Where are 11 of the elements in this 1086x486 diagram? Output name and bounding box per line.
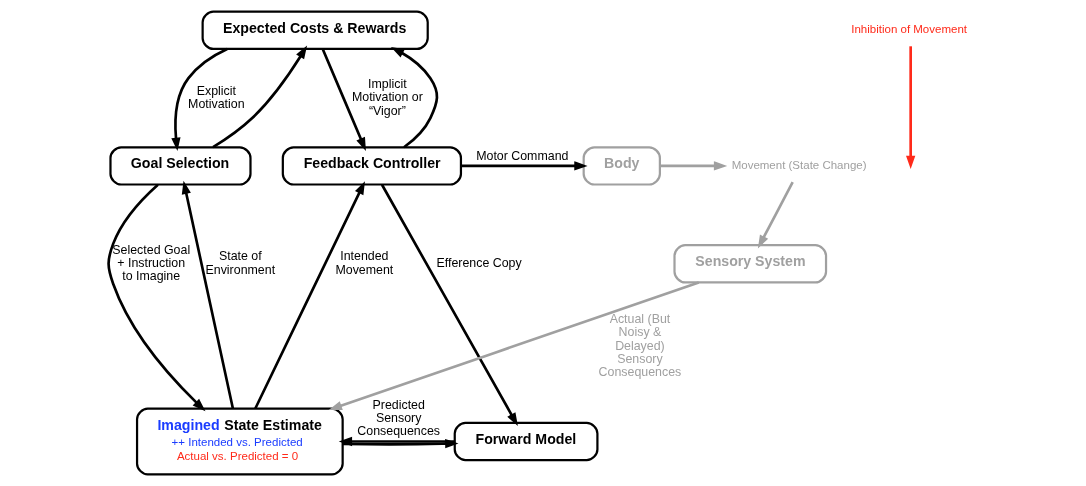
edge-label: Actual (But Noisy & Delayed) Sensory Consequences [598, 311, 681, 380]
edge-label: State of Environment [205, 249, 275, 277]
edge-label: Selected Goal + Instruction to Imagine [111, 242, 190, 284]
edge-label: Efference Copy [436, 256, 522, 271]
edge-label: Predicted Sensory Consequences [356, 397, 440, 439]
edge-label: Intended Movement [334, 249, 393, 277]
edge-label: Explicit Motivation [187, 83, 245, 112]
edge-label: Implicit Motivation or “Vigor” [351, 77, 423, 118]
edge-label: Motor Command [475, 148, 568, 163]
node-text: Inhibition of Movement [850, 23, 967, 36]
node-text: Movement (State Change) [731, 158, 867, 171]
